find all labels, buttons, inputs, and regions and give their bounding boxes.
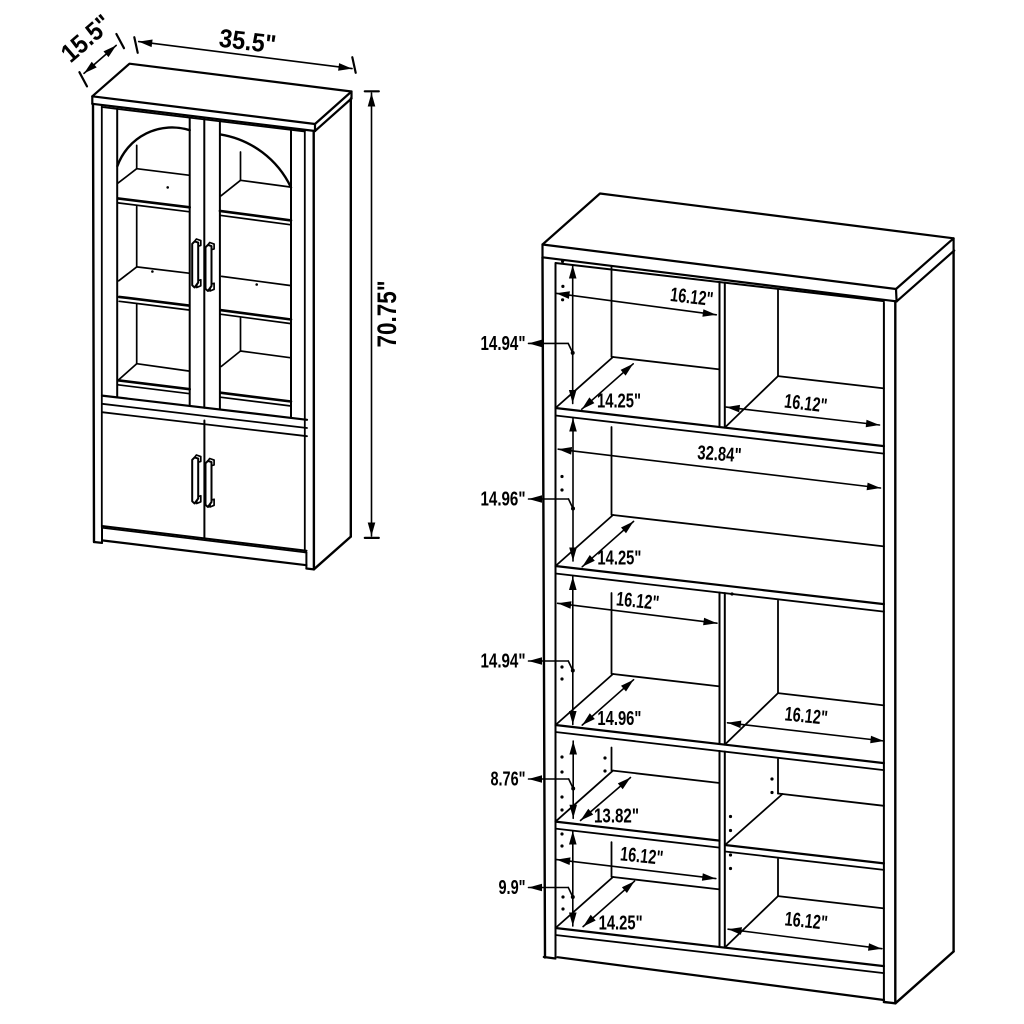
svg-text:35.5": 35.5" [217, 23, 277, 60]
svg-text:13.82": 13.82" [594, 806, 639, 828]
svg-text:14.94": 14.94" [481, 651, 526, 673]
svg-text:32.84": 32.84" [697, 442, 742, 467]
svg-text:9.9": 9.9" [499, 877, 526, 899]
svg-text:16.12": 16.12" [784, 908, 829, 934]
svg-text:70.75": 70.75" [372, 281, 402, 348]
svg-text:16.12": 16.12" [784, 703, 829, 729]
svg-text:14.25": 14.25" [597, 548, 641, 570]
svg-text:14.96": 14.96" [597, 708, 641, 730]
svg-text:16.12": 16.12" [669, 284, 714, 311]
svg-text:14.25": 14.25" [597, 391, 641, 413]
svg-text:8.76": 8.76" [491, 769, 526, 791]
svg-text:16.12": 16.12" [619, 843, 664, 869]
svg-text:16.12": 16.12" [615, 588, 660, 614]
svg-text:14.25": 14.25" [599, 912, 643, 934]
svg-text:14.94": 14.94" [481, 333, 526, 355]
svg-text:16.12": 16.12" [783, 391, 828, 418]
svg-text:14.96": 14.96" [481, 489, 526, 511]
